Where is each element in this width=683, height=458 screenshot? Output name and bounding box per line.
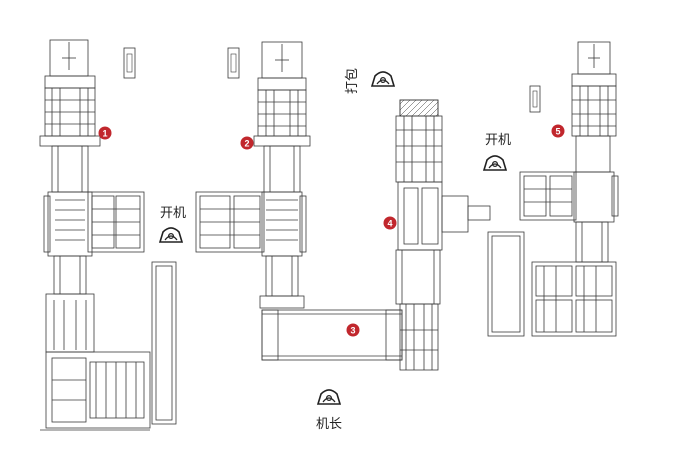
machine-2 — [195, 41, 311, 309]
svg-text:2: 2 — [244, 139, 249, 149]
machine-4 — [395, 99, 491, 371]
label-open-machine-left: 开机 — [160, 206, 186, 221]
label-baling: 打包 — [345, 68, 360, 94]
operator-station-icon — [483, 155, 507, 171]
marker-4: 4 — [383, 216, 397, 230]
operator-station-icon — [159, 227, 183, 243]
svg-text:5: 5 — [555, 127, 560, 137]
marker-1: 1 — [98, 126, 112, 140]
machine-5 — [487, 41, 619, 337]
label-open-machine-right: 开机 — [485, 133, 511, 148]
svg-text:1: 1 — [102, 129, 107, 139]
label-captain: 机长 — [316, 417, 342, 432]
marker-3: 3 — [346, 323, 360, 337]
control-box-2 — [227, 47, 240, 79]
svg-text:4: 4 — [387, 219, 392, 229]
machine-1 — [39, 39, 177, 431]
conveyor-3 — [261, 309, 403, 361]
svg-text:3: 3 — [350, 326, 355, 336]
marker-2: 2 — [240, 136, 254, 150]
operator-station-icon — [371, 71, 395, 87]
control-box-5 — [529, 85, 541, 113]
operator-station-icon — [317, 389, 341, 405]
marker-5: 5 — [551, 124, 565, 138]
control-box-1 — [123, 47, 136, 79]
